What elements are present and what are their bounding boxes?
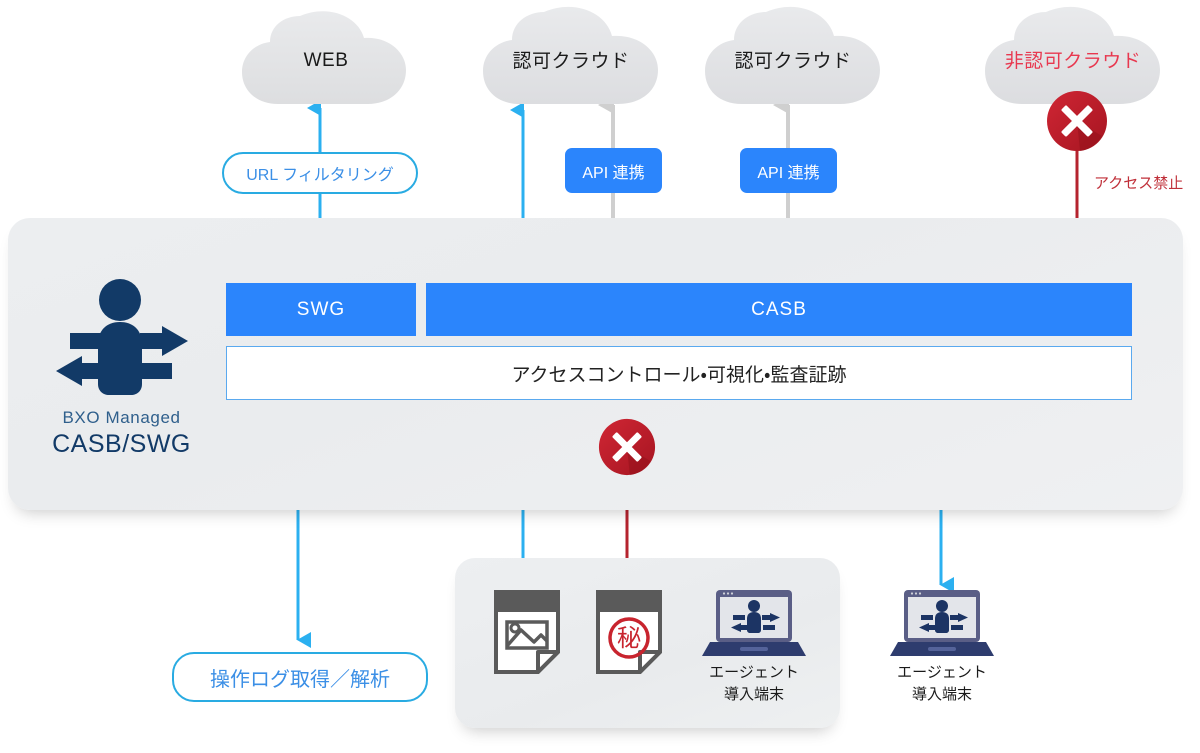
laptop-agent-glyph [890, 590, 994, 656]
laptop-agent-glyph [702, 590, 806, 656]
cloud-shape-icon [705, 6, 880, 105]
connector-api-link-2[interactable]: API 連携 [740, 148, 837, 193]
confidential-document-icon: 秘 [596, 590, 662, 674]
secret-stamp-text: 秘 [617, 624, 641, 652]
brand-line-1: BXO Managed [62, 408, 181, 427]
cloud-label: 認可クラウド [512, 51, 630, 72]
connector-label: 操作ログ取得／解析 [210, 668, 390, 691]
cloud-label: WEB [303, 50, 349, 71]
image-document-glyph [494, 590, 560, 674]
connector-url-filtering[interactable]: URL フィルタリング [222, 152, 418, 194]
cloud-shape-icon [985, 6, 1160, 105]
laptop-agent-icon-2 [888, 588, 996, 660]
blocker-secret-upload [598, 418, 656, 476]
caption-line-2: 導入端末 [911, 685, 972, 703]
cloud-label: 非認可クラウド [1004, 51, 1142, 72]
x-circle-icon [1047, 91, 1107, 151]
bar-swg[interactable]: SWG [226, 283, 416, 336]
connector-api-link-1[interactable]: API 連携 [565, 148, 662, 193]
cloud-unapproved: 非認可クラウド [980, 4, 1166, 112]
user-traffic-glyph [56, 279, 188, 395]
connector-label: URL フィルタリング [246, 167, 394, 184]
endpoint-caption-2: エージェント 導入端末 [882, 662, 1002, 706]
confidential-document-glyph: 秘 [596, 590, 662, 674]
endpoint-caption-1: エージェント 導入端末 [694, 662, 814, 706]
bar-label: SWG [296, 298, 346, 320]
endpoint-group-panel: 秘 [455, 558, 840, 728]
user-traffic-icon [48, 278, 193, 403]
cloud-approved-1: 認可クラウド [478, 4, 664, 112]
image-document-icon [494, 590, 560, 674]
bar-label: アクセスコントロール・可視化・監査証跡 [511, 364, 847, 386]
caption-line-1: エージェント [709, 664, 799, 681]
cloud-approved-2: 認可クラウド [700, 4, 886, 112]
bar-access-control[interactable]: アクセスコントロール・可視化・監査証跡 [226, 346, 1132, 400]
cloud-label: 認可クラウド [734, 51, 852, 72]
blocker-unapproved-cloud [1046, 90, 1108, 152]
connector-label: API 連携 [582, 164, 645, 182]
bar-casb[interactable]: CASB [426, 283, 1132, 336]
note-access-denied: アクセス禁止 [1094, 175, 1184, 192]
brand-block: BXO Managed CASB/SWG [24, 408, 219, 459]
caption-line-1: エージェント [897, 664, 987, 681]
connector-operation-log[interactable]: 操作ログ取得／解析 [172, 652, 428, 702]
brand-line-2: CASB/SWG [52, 430, 191, 458]
bar-label: CASB [751, 298, 807, 320]
cloud-web: WEB [238, 8, 414, 112]
connector-label: API 連携 [757, 164, 820, 182]
managed-casb-swg-panel: BXO Managed CASB/SWG SWG CASB アクセスコントロール… [8, 218, 1183, 510]
x-circle-icon [598, 418, 656, 476]
cloud-shape-icon [242, 11, 406, 104]
caption-line-2: 導入端末 [723, 685, 784, 703]
cloud-shape-icon [483, 6, 658, 105]
laptop-agent-icon-1 [700, 588, 808, 660]
